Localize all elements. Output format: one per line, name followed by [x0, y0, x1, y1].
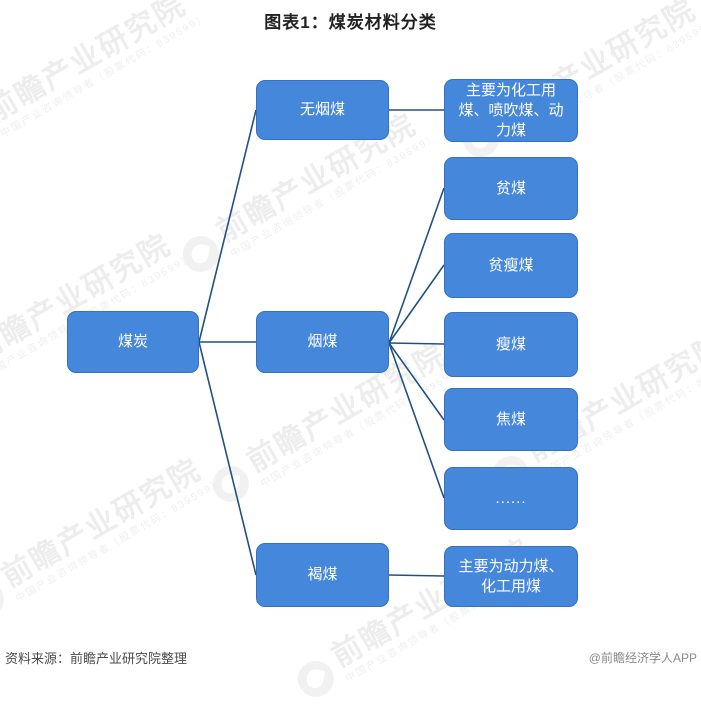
node-coking-coal: 焦煤 [444, 388, 578, 451]
credit-note: @前瞻经济学人APP [588, 651, 697, 665]
chart-title: 图表1：煤炭材料分类 [264, 13, 437, 32]
connector-line [388, 187, 445, 344]
diagram-canvas: 前瞻产业研究院中国产业咨询领导者（股票代码：839599） 前瞻产业研究院中国产… [0, 0, 701, 679]
connector-layer [198, 109, 445, 577]
connector-line [388, 574, 445, 577]
node-lean-meagre-coal: 贫瘦煤 [444, 233, 578, 298]
connector-line [198, 109, 257, 343]
connector-line [388, 342, 445, 345]
node-lignite: 褐煤 [256, 543, 389, 607]
node-more-ellipsis: ...... [444, 467, 578, 530]
node-bituminous: 烟煤 [256, 311, 389, 373]
connector-line [388, 342, 445, 421]
node-coal: 煤炭 [67, 311, 199, 373]
node-lignite-use: 主要为动力煤、化工用煤 [444, 546, 578, 607]
connector-line [198, 341, 257, 576]
connector-line [388, 342, 445, 499]
node-lean-coal: 贫煤 [444, 157, 578, 220]
connector-line [388, 264, 445, 344]
source-note: 资料来源：前瞻产业研究院整理 [5, 651, 188, 666]
node-anthracite-use: 主要为化工用煤、喷吹煤、动力煤 [444, 79, 578, 142]
node-meagre-coal: 瘦煤 [444, 312, 578, 377]
node-anthracite: 无烟煤 [256, 80, 389, 140]
